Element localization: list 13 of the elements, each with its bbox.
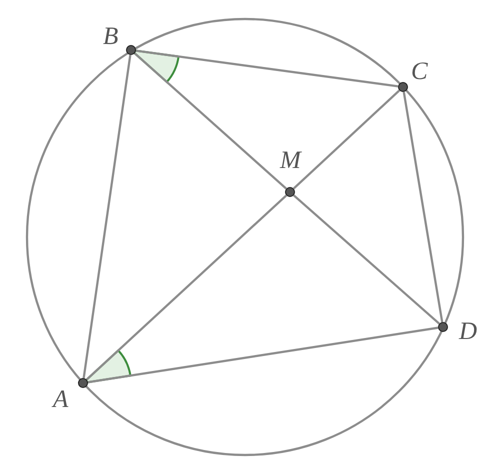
- point-label: C: [411, 59, 428, 84]
- line-segment: [292, 90, 400, 190]
- line-segment: [82, 54, 132, 378]
- line-segment: [88, 326, 438, 384]
- line-segment: [134, 52, 287, 190]
- point-label: B: [103, 24, 118, 49]
- line-segment: [86, 194, 288, 380]
- line-segment: [136, 50, 398, 88]
- point-label: D: [459, 319, 478, 344]
- line-segment: [293, 194, 440, 325]
- point-label: A: [53, 387, 68, 412]
- point-label: M: [280, 148, 301, 173]
- line-segment: [402, 92, 444, 322]
